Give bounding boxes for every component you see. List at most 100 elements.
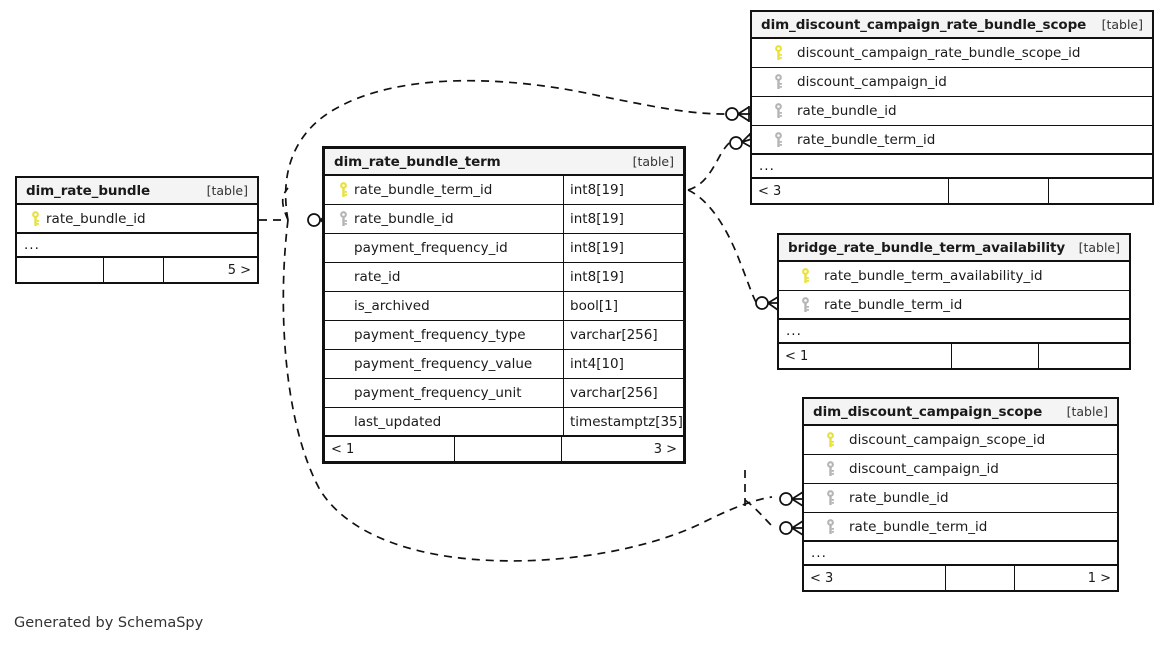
primary-key-icon [811,432,849,448]
column-name-cell: discount_campaign_id [752,68,1152,96]
table-dim_discount_campaign_scope[interactable]: dim_discount_campaign_scope [table] disc… [802,397,1119,592]
edge-term-to-dcrbs-termid [687,140,732,191]
column-name: rate_bundle_term_id [797,131,936,148]
table-row[interactable]: payment_frequency_value int4[10] [325,350,683,379]
column-name: discount_campaign_id [797,74,947,90]
column-name: payment_frequency_type [354,327,526,343]
column-name-cell: rate_id [325,263,563,291]
table-title: dim_discount_campaign_scope [813,403,1043,420]
column-name: payment_frequency_id [354,240,508,256]
column-type: varchar[256] [563,321,683,349]
table-header: dim_rate_bundle [table] [17,178,257,205]
connector-dcs-rate-bundle-term-id [779,520,804,536]
table-type-tag: [table] [206,183,248,198]
column-type: int8[19] [563,263,683,291]
table-dim_rate_bundle[interactable]: dim_rate_bundle [table] rate_bundle_id .… [15,176,259,284]
primary-key-icon [332,182,354,198]
table-footer: 5 > [17,258,257,282]
more-columns-indicator: ... [779,320,1129,344]
table-row[interactable]: discount_campaign_id [804,455,1117,484]
table-dim_discount_campaign_rate_bundle_scope[interactable]: dim_discount_campaign_rate_bundle_scope … [750,10,1154,205]
table-bridge_rate_bundle_term_availability[interactable]: bridge_rate_bundle_term_availability [ta… [777,233,1131,370]
table-row[interactable]: payment_frequency_unit varchar[256] [325,379,683,408]
column-name: discount_campaign_scope_id [849,432,1046,448]
column-name: discount_campaign_id [849,461,999,477]
table-row[interactable]: rate_bundle_id [804,484,1117,513]
more-columns-indicator: ... [17,234,257,258]
table-header: dim_discount_campaign_scope [table] [804,399,1117,426]
column-name-cell: rate_bundle_id [804,484,1117,512]
foreign-key-icon [759,131,797,148]
column-name-cell: rate_bundle_id [752,97,1152,125]
column-name-cell: discount_campaign_rate_bundle_scope_id [752,39,1152,67]
primary-key-icon [786,268,824,284]
column-name-cell: discount_campaign_scope_id [804,426,1117,454]
column-name-cell: rate_bundle_term_id [779,291,1129,318]
table-header: dim_discount_campaign_rate_bundle_scope … [752,12,1152,39]
column-type: timestamptz[35] [563,408,683,435]
foreign-key-icon [811,461,849,477]
table-row[interactable]: rate_bundle_term_id int8[19] [325,176,683,205]
footer-middle [103,258,163,282]
table-row[interactable]: last_updated timestamptz[35] [325,408,683,437]
column-name-cell: payment_frequency_value [325,350,563,378]
table-footer: < 1 3 > [325,437,683,461]
table-row[interactable]: discount_campaign_rate_bundle_scope_id [752,39,1152,68]
table-dim_rate_bundle_term[interactable]: dim_rate_bundle_term [table] rate_bundle… [322,146,686,464]
column-name: is_archived [354,298,430,314]
table-row[interactable]: rate_bundle_id [752,97,1152,126]
footer-children-count: 3 > [561,437,683,461]
table-row[interactable]: rate_bundle_term_id [804,513,1117,542]
table-row[interactable]: payment_frequency_id int8[19] [325,234,683,263]
foreign-key-icon [811,518,849,535]
column-name-cell: rate_bundle_term_id [325,176,563,204]
footer-children-count [1048,179,1152,203]
table-row[interactable]: rate_bundle_term_id [752,126,1152,155]
generated-by-label: Generated by SchemaSpy [14,615,204,631]
more-columns-indicator: ... [804,542,1117,566]
table-row[interactable]: rate_bundle_term_id [779,291,1129,320]
column-name: rate_bundle_id [849,490,949,506]
foreign-key-icon [332,211,354,227]
column-name-cell: payment_frequency_id [325,234,563,262]
table-row[interactable]: payment_frequency_type varchar[256] [325,321,683,350]
foreign-key-icon [811,490,849,506]
column-name: rate_bundle_id [797,103,897,119]
table-type-tag: [table] [1101,17,1143,32]
footer-middle [453,437,561,461]
table-row[interactable]: is_archived bool[1] [325,292,683,321]
table-row[interactable]: discount_campaign_id [752,68,1152,97]
column-type: int8[19] [563,176,683,204]
table-row[interactable]: rate_bundle_id int8[19] [325,205,683,234]
connector-bridge-rate-bundle-term-id [755,296,779,311]
primary-key-icon [24,210,46,227]
column-name-cell: rate_bundle_term_id [804,513,1117,540]
column-name: rate_bundle_term_id [824,296,963,313]
connector-dcrbs-rate-bundle-term-id [729,132,753,150]
table-row[interactable]: discount_campaign_scope_id [804,426,1117,455]
column-name-cell: is_archived [325,292,563,320]
column-name-cell: payment_frequency_unit [325,379,563,407]
table-title: bridge_rate_bundle_term_availability [788,239,1066,256]
table-title: dim_discount_campaign_rate_bundle_scope [761,16,1087,33]
footer-children-count: 5 > [163,258,257,282]
foreign-key-icon [786,296,824,313]
footer-parents-count: < 3 [810,570,834,586]
table-row[interactable]: rate_bundle_term_availability_id [779,262,1129,291]
column-type: bool[1] [563,292,683,320]
edge-branch-dcs-termid [744,499,773,527]
footer-children-count: 1 > [1013,566,1117,590]
column-name-cell: rate_bundle_term_id [752,126,1152,153]
table-header: dim_rate_bundle_term [table] [325,149,683,176]
table-row[interactable]: rate_id int8[19] [325,263,683,292]
column-name: rate_bundle_term_availability_id [824,268,1043,284]
column-name-cell: rate_bundle_id [325,205,563,233]
table-row[interactable]: rate_bundle_id [17,205,257,234]
column-name-cell: rate_bundle_id [17,205,257,232]
footer-middle [948,179,1048,203]
column-name: rate_bundle_term_id [354,182,493,198]
column-name: rate_bundle_id [46,210,146,227]
foreign-key-icon [759,103,797,119]
column-name: last_updated [354,413,442,430]
